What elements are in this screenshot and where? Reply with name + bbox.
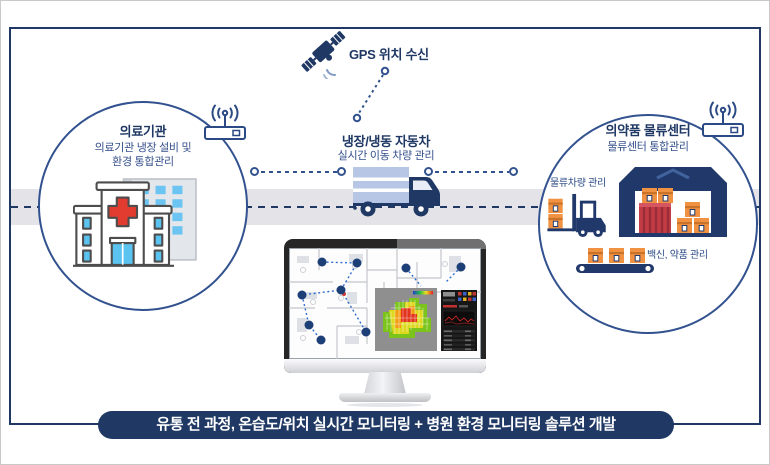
gps-label: GPS 위치 수신	[349, 47, 429, 62]
road-centerline	[11, 206, 759, 208]
connector-right	[435, 171, 509, 173]
dashboard-panel	[441, 290, 477, 351]
connector-node	[424, 167, 433, 176]
refrigerated-truck-icon	[351, 161, 447, 219]
vehicle-subtitle: 실시간 이동 차량 관리	[337, 150, 435, 162]
conveyor-label: 백신, 약품 관리	[647, 250, 708, 261]
logistics-title: 의약품 물류센터	[605, 123, 691, 138]
sensor-network	[297, 257, 466, 345]
connector-left	[261, 171, 337, 173]
vehicle-title: 냉장/냉동 자동차	[341, 134, 431, 149]
monitor-screen	[289, 248, 481, 359]
logistics-subtitle: 물류센터 통합관리	[607, 141, 689, 153]
gps-link-line	[349, 63, 393, 125]
monitoring-screen	[284, 239, 486, 373]
warehouse-icon	[617, 165, 729, 237]
connector-node	[337, 167, 346, 176]
medical-title: 의료기관	[119, 124, 167, 139]
wifi-router-icon	[202, 103, 248, 141]
hospital-icon	[73, 177, 201, 272]
heatmap-panel	[375, 288, 437, 351]
conveyor-belt-icon	[576, 247, 654, 277]
medical-desc-line2: 환경 통합관리	[112, 156, 174, 168]
forklift-icon	[547, 193, 609, 237]
solution-banner: 유통 전 과정, 온습도/위치 실시간 모니터링 + 병원 환경 모니터링 솔루…	[98, 411, 674, 439]
wifi-router-icon	[700, 100, 746, 138]
forklift-label: 물류차량 관리	[550, 178, 606, 189]
satellite-icon	[297, 29, 351, 79]
connector-node	[250, 167, 259, 176]
connector-node	[509, 167, 518, 176]
monitor-chin	[284, 359, 486, 373]
medical-desc-line1: 의료기관 냉장 설비 및	[94, 142, 192, 154]
monitor-shadow	[347, 403, 423, 407]
monitor-glare	[397, 239, 486, 249]
monitor-stand	[364, 372, 406, 394]
monitor-base	[339, 393, 431, 402]
